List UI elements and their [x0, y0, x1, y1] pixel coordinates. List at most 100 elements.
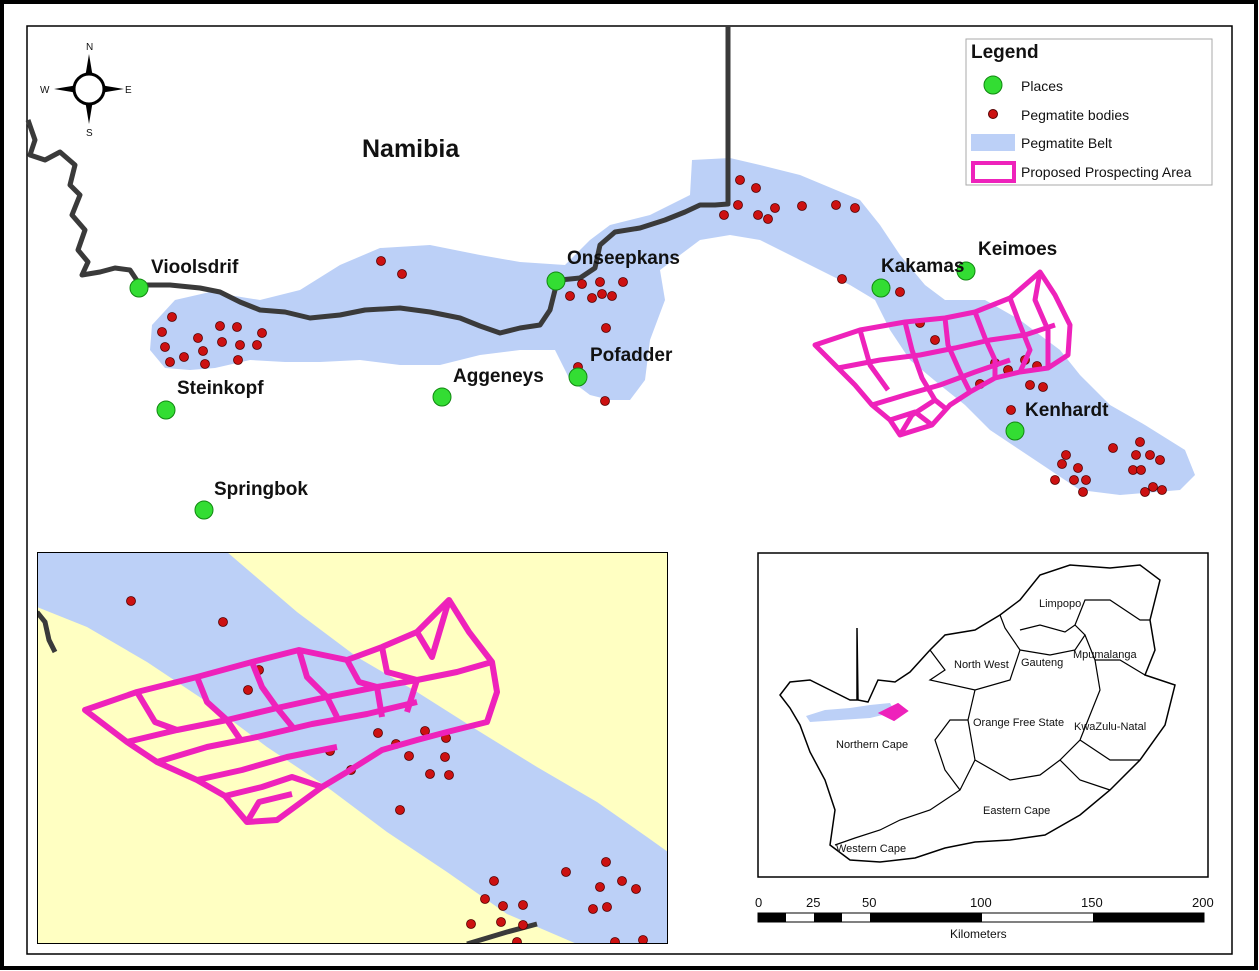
- scale-tick-label: 200: [1192, 895, 1214, 910]
- place-marker-onseepkans: [546, 271, 566, 291]
- sa-prospect-mini: [877, 702, 909, 722]
- pegmatite-body: [480, 894, 490, 904]
- place-marker-keimoes: [956, 261, 976, 281]
- pegmatite-body: [601, 323, 611, 333]
- legend-pegmatite-label: Pegmatite bodies: [1021, 107, 1129, 123]
- pegmatite-body: [597, 289, 607, 299]
- place-marker-vioolsdrif: [129, 278, 149, 298]
- pegmatite-body: [770, 203, 780, 213]
- pegmatite-body: [930, 335, 940, 345]
- pegmatite-body: [751, 183, 761, 193]
- pegmatite-body: [518, 900, 528, 910]
- province-label: Mpumalanga: [1073, 649, 1137, 661]
- province-label: KwaZulu-Natal: [1074, 721, 1146, 733]
- pegmatite-body: [561, 867, 571, 877]
- detail-border: [37, 610, 58, 654]
- pegmatite-bodies: [157, 175, 1167, 497]
- pegmatite-body: [444, 770, 454, 780]
- pegmatite-body: [395, 805, 405, 815]
- pegmatite-body: [160, 342, 170, 352]
- place-label-kenhardt: Kenhardt: [1025, 400, 1109, 421]
- pegmatite-body: [1038, 382, 1048, 392]
- pegmatite-body: [217, 337, 227, 347]
- pegmatite-body: [425, 769, 435, 779]
- pegmatite-body: [1140, 487, 1150, 497]
- pegmatite-body: [218, 617, 228, 627]
- pegmatite-body: [165, 357, 175, 367]
- pegmatite-body: [1155, 455, 1165, 465]
- scale-tick-label: 100: [970, 895, 992, 910]
- pegmatite-body: [1078, 487, 1088, 497]
- pegmatite-body: [797, 201, 807, 211]
- pegmatite-body: [588, 904, 598, 914]
- pegmatite-body: [610, 937, 620, 944]
- country-label: Namibia: [362, 135, 460, 163]
- province-label: Western Cape: [836, 843, 906, 855]
- place-marker-aggeneys: [432, 387, 452, 407]
- pegmatite-body: [577, 279, 587, 289]
- pegmatite-body: [735, 175, 745, 185]
- pegmatite-body: [466, 919, 476, 929]
- pegmatite-body: [397, 269, 407, 279]
- pegmatite-body: [595, 882, 605, 892]
- legend-places-icon: [983, 75, 1003, 95]
- pegmatite-body: [252, 340, 262, 350]
- place-marker-pofadder: [568, 367, 588, 387]
- legend: Legend Places Pegmatite bodies Pegmatite…: [965, 38, 1213, 186]
- pegmatite-body: [157, 327, 167, 337]
- pegmatite-body: [198, 346, 208, 356]
- pegmatite-body: [595, 277, 605, 287]
- detail-prospecting-area: [82, 597, 500, 825]
- pegmatite-body: [257, 328, 267, 338]
- pegmatite-body: [1145, 450, 1155, 460]
- pegmatite-body: [719, 210, 729, 220]
- province-label: Gauteng: [1021, 657, 1063, 669]
- pegmatite-body: [232, 322, 242, 332]
- pegmatite-body: [753, 210, 763, 220]
- pegmatite-body: [1025, 380, 1035, 390]
- pegmatite-body: [440, 752, 450, 762]
- west-label: W: [40, 85, 50, 96]
- place-marker-steinkopf: [156, 400, 176, 420]
- pegmatite-body: [404, 751, 414, 761]
- pegmatite-body: [233, 355, 243, 365]
- place-label-steinkopf: Steinkopf: [177, 378, 264, 399]
- scale-tick-label: 50: [862, 895, 876, 910]
- place-label-kakamas: Kakamas: [881, 256, 964, 277]
- place-label-vioolsdrif: Vioolsdrif: [151, 257, 239, 278]
- pegmatite-body: [618, 277, 628, 287]
- pegmatite-body: [638, 935, 648, 944]
- legend-title: Legend: [971, 42, 1039, 63]
- pegmatite-body: [607, 291, 617, 301]
- pegmatite-body: [1073, 463, 1083, 473]
- pegmatite-body: [1081, 475, 1091, 485]
- pegmatite-body: [601, 857, 611, 867]
- legend-prospect-icon: [971, 161, 1016, 183]
- pegmatite-body: [1135, 437, 1145, 447]
- north-label: N: [86, 42, 93, 53]
- south-africa-inset: Limpopo North West Gauteng Mpumalanga Or…: [757, 552, 1209, 878]
- place-label-aggeneys: Aggeneys: [453, 366, 544, 387]
- province-borders: [834, 599, 1150, 846]
- scale-unit-label: Kilometers: [950, 927, 1007, 941]
- pegmatite-body: [763, 214, 773, 224]
- pegmatite-body: [215, 321, 225, 331]
- pegmatite-body: [489, 876, 499, 886]
- pegmatite-body: [602, 902, 612, 912]
- place-label-onseepkans: Onseepkans: [567, 248, 680, 269]
- pegmatite-body: [617, 876, 627, 886]
- scale-tick-label: 150: [1081, 895, 1103, 910]
- place-label-keimoes: Keimoes: [978, 239, 1057, 260]
- pegmatite-belt: [150, 158, 1195, 495]
- pegmatite-body: [512, 937, 522, 944]
- south-label: S: [86, 128, 93, 139]
- pegmatite-body: [167, 312, 177, 322]
- scale-tick-label: 0: [755, 895, 762, 910]
- pegmatite-body: [498, 901, 508, 911]
- province-label: Eastern Cape: [983, 805, 1050, 817]
- legend-pegmatite-icon: [988, 109, 998, 119]
- pegmatite-body: [831, 200, 841, 210]
- places: [129, 261, 1025, 520]
- province-label: Orange Free State: [973, 717, 1064, 729]
